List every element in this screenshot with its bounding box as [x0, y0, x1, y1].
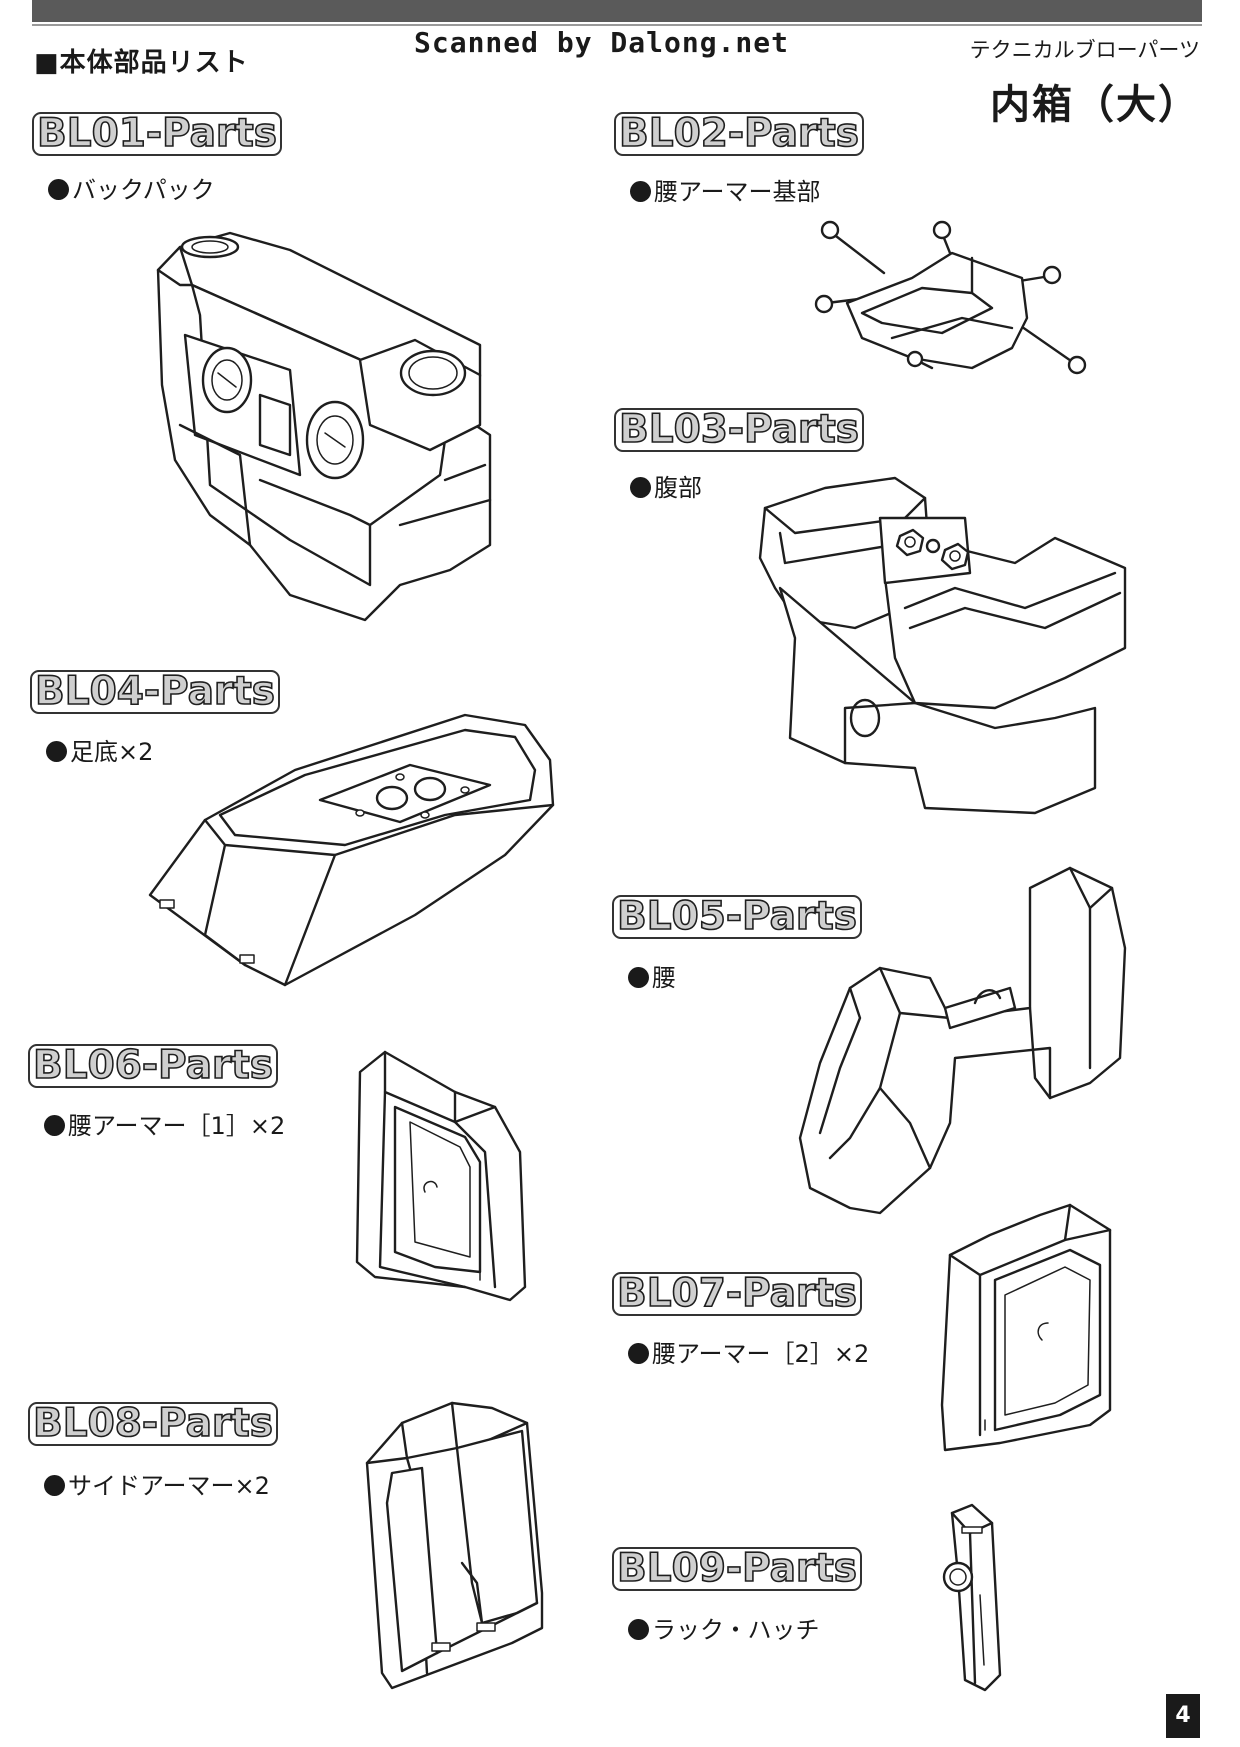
bullet-icon	[46, 741, 67, 762]
part-code-bl01: BL01-Parts	[32, 112, 282, 156]
abdomen-part-drawing	[758, 476, 1127, 815]
bullet-icon	[44, 1475, 65, 1496]
page-number: 4	[1166, 1694, 1200, 1738]
waist-part-drawing	[798, 866, 1127, 1215]
part-code-bl03: BL03-Parts	[614, 408, 864, 452]
part-name-bl04: 足底×2	[46, 732, 153, 767]
category-label: テクニカルブローパーツ	[969, 38, 1200, 62]
part-name-bl08-text: サイドアーマー×2	[68, 1472, 270, 1500]
part-name-bl09: ラック・ハッチ	[628, 1610, 820, 1645]
rack-hatch-part-drawing	[942, 1503, 1002, 1692]
part-code-bl04: BL04-Parts	[30, 670, 280, 714]
part-name-bl03-text: 腹部	[654, 474, 702, 502]
part-code-bl09: BL09-Parts	[612, 1547, 862, 1591]
bullet-icon	[628, 1619, 649, 1640]
backpack-part-drawing	[156, 231, 492, 622]
part-name-bl05: 腰	[628, 958, 676, 993]
part-name-bl03: 腹部	[630, 468, 702, 503]
part-code-bl05: BL05-Parts	[612, 895, 862, 939]
bullet-icon	[630, 181, 651, 202]
header-rule	[32, 24, 1202, 26]
part-name-bl06-text: 腰アーマー［1］×2	[68, 1112, 286, 1140]
part-code-bl02: BL02-Parts	[614, 112, 864, 156]
part-name-bl02-text: 腰アーマー基部	[654, 178, 821, 206]
part-name-bl06: 腰アーマー［1］×2	[44, 1106, 285, 1141]
scan-watermark: Scanned by Dalong.net	[414, 26, 790, 59]
part-name-bl02: 腰アーマー基部	[630, 172, 821, 207]
waist-armor-2-part-drawing	[940, 1203, 1112, 1452]
waist-armor-base-part-drawing	[814, 220, 1087, 375]
bullet-icon	[628, 967, 649, 988]
part-code-bl07: BL07-Parts	[612, 1272, 862, 1316]
bullet-icon	[628, 1343, 649, 1364]
part-name-bl04-text: 足底×2	[70, 738, 154, 766]
part-name-bl07: 腰アーマー［2］×2	[628, 1334, 869, 1369]
foot-sole-part-drawing	[148, 713, 555, 987]
part-name-bl01-text: バックパック	[72, 176, 215, 204]
waist-armor-1-part-drawing	[355, 1050, 527, 1302]
part-name-bl09-text: ラック・ハッチ	[652, 1616, 820, 1644]
bullet-icon	[48, 179, 69, 200]
part-code-bl06: BL06-Parts	[28, 1044, 278, 1088]
bullet-icon	[630, 477, 651, 498]
part-name-bl01: バックパック	[48, 170, 215, 205]
section-title: ■本体部品リスト	[34, 48, 249, 78]
part-name-bl07-text: 腰アーマー［2］×2	[652, 1340, 870, 1368]
part-name-bl05-text: 腰	[652, 964, 676, 992]
part-name-bl08: サイドアーマー×2	[44, 1466, 270, 1501]
bullet-icon	[44, 1115, 65, 1136]
header-bar	[32, 0, 1202, 22]
part-code-bl08: BL08-Parts	[28, 1402, 278, 1446]
box-title: 内箱（大）	[990, 82, 1200, 128]
side-armor-part-drawing	[365, 1401, 544, 1690]
